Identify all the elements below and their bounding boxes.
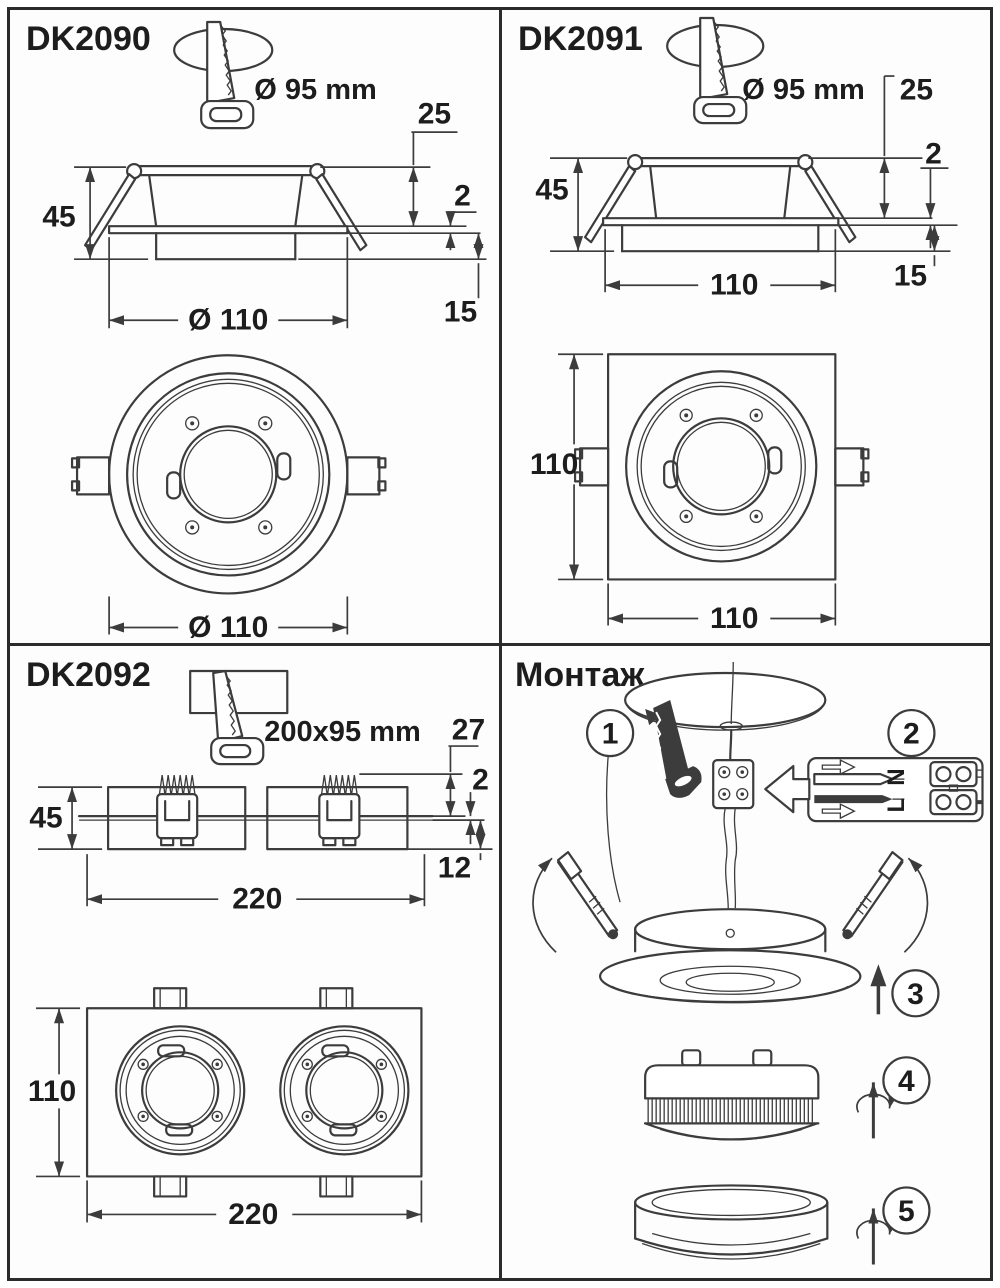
montage-drawing: Монтаж 1 xyxy=(515,656,984,1264)
panel-dk2090: DK2090 Ø 95 mm 45 xyxy=(10,10,499,643)
rotate-spring-arrow-left xyxy=(531,857,557,953)
cut-direction-arrow xyxy=(644,708,661,725)
svg-text:4: 4 xyxy=(898,1064,915,1097)
dk2090-title: DK2090 xyxy=(26,20,151,58)
rotate-spring-arrow-right xyxy=(903,857,928,953)
dk2092-drawing: DK2092 200x95 mm xyxy=(26,656,493,1230)
lamp-ribbed-band xyxy=(646,1098,813,1122)
dk2090-cutout-label: Ø 95 mm xyxy=(254,74,377,106)
dk2092-spring-clip-left xyxy=(156,774,199,846)
spring-left xyxy=(556,850,618,939)
trim-ring xyxy=(633,1183,828,1260)
dk2092-dim-height: 45 xyxy=(29,801,62,834)
cable-and-terminal xyxy=(711,728,754,908)
dk2090-screws xyxy=(185,416,273,535)
dk2092-side-view xyxy=(77,774,434,850)
svg-text:5: 5 xyxy=(898,1194,915,1227)
dk2090-side-tabs xyxy=(70,456,387,496)
dk2092-mount-tabs xyxy=(153,986,354,1198)
dk2092-front-width: 220 xyxy=(228,1197,278,1230)
wiring-inset: N L xyxy=(763,756,984,822)
dk2092-dim-above: 27 xyxy=(452,713,485,746)
dk2092-title: DK2092 xyxy=(26,656,151,694)
step-5-badge: 5 xyxy=(855,1185,931,1264)
dk2091-dim-recess: 15 xyxy=(893,260,926,293)
svg-text:2: 2 xyxy=(903,717,920,750)
dk2090-dim-width: Ø 110 xyxy=(188,304,268,337)
dk2091-front-height: 110 xyxy=(529,448,577,481)
dk2091-front-view: 110 110 xyxy=(529,353,869,635)
dk2092-lamp-right xyxy=(279,1024,410,1156)
dk2092-spring-clip-right xyxy=(318,774,361,846)
dk2092-dim-flange: 2 xyxy=(472,763,489,796)
step-3-badge: 3 xyxy=(869,963,940,1017)
dk2092-front-view: 110 220 xyxy=(28,986,423,1230)
dk2090-dimensions: 45 25 2 15 Ø 110 xyxy=(42,98,487,337)
spec-sheet-grid: DK2090 Ø 95 mm 45 xyxy=(7,7,993,1281)
spring-right xyxy=(841,850,904,939)
line-wire xyxy=(813,794,892,803)
dk2091-front-width: 110 xyxy=(710,602,758,635)
dk2090-dim-height: 45 xyxy=(42,201,75,234)
dk2091-dim-flange: 2 xyxy=(925,138,942,171)
dk2091-side-tabs xyxy=(573,447,869,487)
panel-montage: Монтаж 1 xyxy=(501,645,990,1278)
svg-text:1: 1 xyxy=(601,717,618,750)
terminal-l-label: L xyxy=(882,797,909,812)
step-1-badge: 1 xyxy=(585,708,634,757)
step-2-badge: 2 xyxy=(886,708,936,757)
montage-title: Монтаж xyxy=(515,656,645,694)
dk2092-cutout-label: 200x95 mm xyxy=(264,716,421,748)
ceiling-cutting xyxy=(623,661,826,798)
neutral-wire xyxy=(812,772,894,785)
dk2090-dim-recess: 15 xyxy=(444,296,477,329)
dk2091-dimensions: 45 25 2 15 110 xyxy=(535,74,957,302)
dk2090-front-width: Ø 110 xyxy=(188,611,268,643)
dk2091-drawing: DK2091 Ø 95 mm 45 xyxy=(518,16,957,635)
dk2091-dim-width: 110 xyxy=(710,269,758,302)
dk2091-cutout-icon xyxy=(665,16,764,125)
dk2091-side-view xyxy=(583,154,856,253)
dk2091-title: DK2091 xyxy=(518,20,643,58)
dk2092-lamp-left xyxy=(115,1024,246,1156)
insert-arrow-icon xyxy=(763,764,810,813)
dk2090-cutout-icon xyxy=(173,20,274,130)
dk2091-screws xyxy=(679,408,763,524)
dk2092-dim-recess: 12 xyxy=(438,851,471,884)
dk2090-drawing: DK2090 Ø 95 mm 45 xyxy=(26,20,487,643)
dk2092-dim-width: 220 xyxy=(232,882,282,915)
fixture-with-springs xyxy=(531,850,928,1003)
saw-icon xyxy=(652,699,702,798)
dk2090-dim-above: 25 xyxy=(418,98,451,131)
svg-text:3: 3 xyxy=(907,977,924,1010)
wire-direction-arrow-bottom xyxy=(821,802,856,819)
terminal-n-label: N xyxy=(882,768,909,785)
dk2092-front-height: 110 xyxy=(28,1074,76,1107)
step-4-badge: 4 xyxy=(855,1055,931,1138)
dk2091-dim-height: 45 xyxy=(535,174,568,207)
dk2092-cutout-icon xyxy=(189,669,289,765)
dk2091-cutout-label: Ø 95 mm xyxy=(742,74,865,106)
dk2090-dim-flange: 2 xyxy=(454,180,471,213)
step1-leader-line xyxy=(605,756,621,902)
dk2090-side-view xyxy=(83,163,368,261)
panel-dk2091: DK2091 Ø 95 mm 45 xyxy=(501,10,990,643)
dk2092-dimensions: 45 27 2 12 220 xyxy=(29,713,493,915)
wire-direction-arrow-top xyxy=(821,758,856,775)
dk2090-front-view: Ø 110 xyxy=(70,354,387,643)
gx53-lamp xyxy=(643,1048,819,1140)
dk2091-dim-above: 25 xyxy=(899,74,932,107)
panel-dk2092: DK2092 200x95 mm xyxy=(10,645,499,1278)
